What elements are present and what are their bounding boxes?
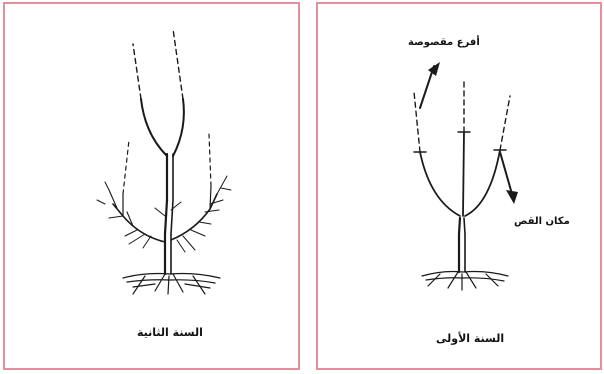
- scaffold-left: [420, 152, 460, 216]
- second-year-tree-drawing: [5, 4, 298, 368]
- trunk: [165, 154, 167, 274]
- central-leader-left: [141, 99, 167, 156]
- ground-roots: [422, 272, 508, 291]
- second-year-panel: السنة الثانية: [3, 2, 300, 370]
- label-pruned-branches: أفرع مقصوصة: [408, 37, 480, 48]
- label-cut-place: مكان القص: [514, 216, 570, 227]
- ground-roots: [123, 274, 220, 295]
- first-year-tree-drawing: [318, 4, 600, 368]
- caption-second-year: السنة الثانية: [137, 326, 203, 339]
- scaffold-right: [465, 150, 500, 216]
- caption-first-year: السنة الأولى: [436, 332, 504, 345]
- central-leader-right: [173, 99, 184, 156]
- trunk: [459, 218, 460, 272]
- first-year-panel: أفرع مقصوصة مكان القص السنة الأولى: [316, 2, 602, 370]
- arrow-cut-place: [500, 152, 512, 194]
- scaffold-center: [463, 132, 464, 216]
